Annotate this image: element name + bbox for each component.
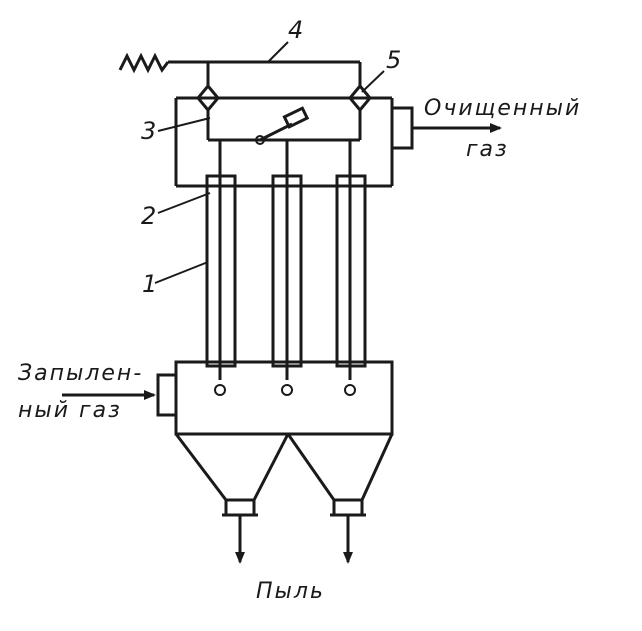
dusty-gas-chamber xyxy=(174,360,394,436)
electrode-weight-2 xyxy=(281,384,293,396)
resistor-zigzag xyxy=(118,52,170,74)
clean-gas-nozzle xyxy=(390,106,414,150)
lever-arm xyxy=(259,122,293,142)
rapping-lever xyxy=(255,106,310,145)
collecting-tube-1 xyxy=(205,174,237,368)
leader-4 xyxy=(267,41,289,63)
hopper-left xyxy=(174,433,290,502)
dust-outlet-right xyxy=(332,498,364,517)
collecting-tube-2 xyxy=(271,174,303,368)
clean-gas-label-line1: Очищенный xyxy=(424,96,581,121)
dusty-gas-label-line2: ный газ xyxy=(18,398,122,423)
electrode-weight-1 xyxy=(214,384,226,396)
collecting-tube-3 xyxy=(335,174,367,368)
electrode-weight-3 xyxy=(344,384,356,396)
dusty-gas-label-line1: Запылен- xyxy=(18,361,143,386)
label-4: 4 xyxy=(288,16,303,44)
label-3: 3 xyxy=(141,117,156,145)
dusty-gas-nozzle xyxy=(156,373,178,417)
leader-2 xyxy=(157,192,211,214)
dust-outlet-left xyxy=(224,498,256,517)
leader-3 xyxy=(157,117,211,132)
high-voltage-bus xyxy=(118,52,362,86)
lever-weight xyxy=(282,106,310,129)
hopper-right xyxy=(286,433,394,502)
leader-5 xyxy=(361,70,385,93)
label-2: 2 xyxy=(141,202,156,230)
label-5: 5 xyxy=(386,46,401,74)
label-1: 1 xyxy=(142,270,157,298)
dust-label: Пыль xyxy=(256,579,325,604)
lever-pivot xyxy=(255,135,265,145)
leader-1 xyxy=(154,261,209,284)
clean-gas-chamber xyxy=(174,96,394,188)
clean-gas-label-line2: газ xyxy=(466,137,509,162)
